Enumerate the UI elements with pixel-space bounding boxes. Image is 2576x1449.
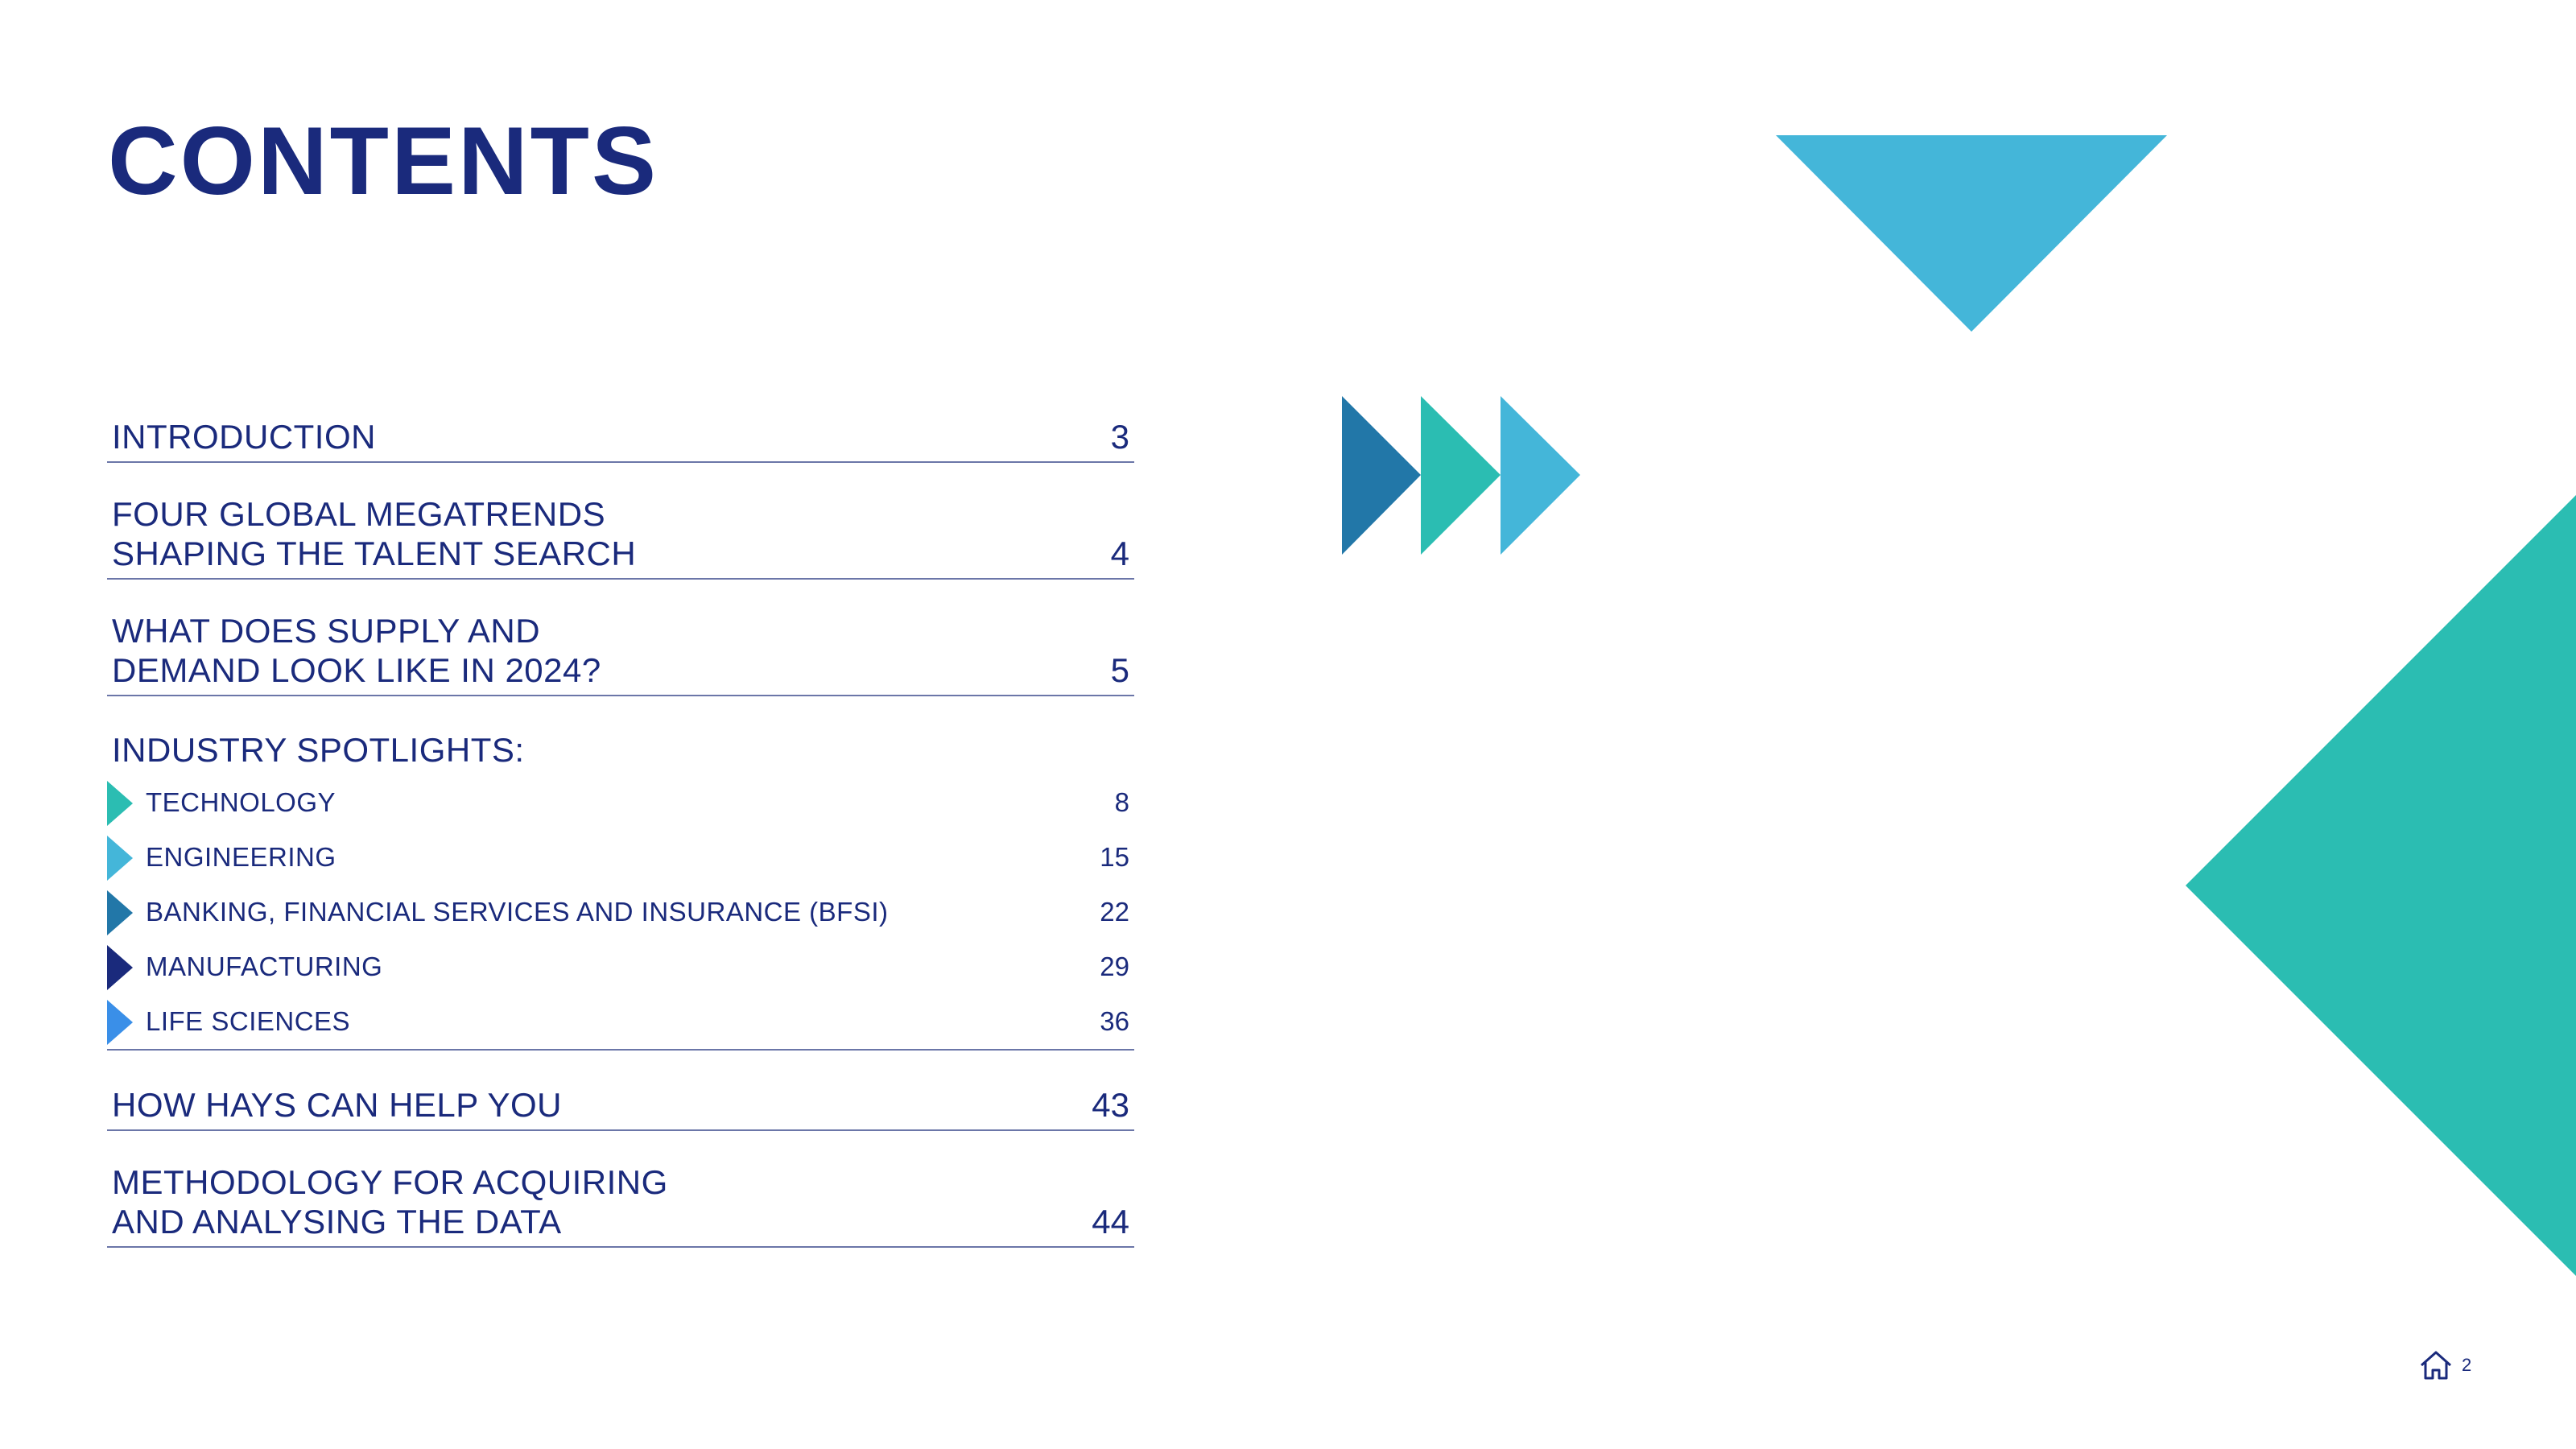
chevron-right-icon	[107, 890, 133, 935]
page-title: CONTENTS	[108, 107, 658, 215]
spotlight-page: 29	[1100, 952, 1129, 981]
down-triangle-shape	[1776, 135, 2167, 332]
spotlight-item-engineering[interactable]: ENGINEERING 15	[107, 836, 1134, 881]
page-number: 2	[2462, 1355, 2472, 1375]
spotlight-item-technology[interactable]: TECHNOLOGY 8	[107, 781, 1134, 826]
spotlight-item-manufacturing[interactable]: MANUFACTURING 29	[107, 945, 1134, 990]
spotlight-label: MANUFACTURING	[146, 952, 383, 981]
spotlight-label: TECHNOLOGY	[146, 787, 336, 817]
chevron-right-icon	[107, 945, 133, 990]
toc-entry-label: METHODOLOGY FOR ACQUIRING AND ANALYSING …	[112, 1163, 668, 1241]
arrow-chevron-1	[1342, 396, 1421, 555]
toc-entry-how-hays-can-help[interactable]: HOW HAYS CAN HELP YOU 43	[107, 1071, 1134, 1131]
spotlight-page: 22	[1100, 897, 1129, 927]
chevron-right-icon	[107, 836, 133, 881]
toc-entry-megatrends[interactable]: FOUR GLOBAL MEGATRENDS SHAPING THE TALEN…	[107, 483, 1134, 580]
arrow-chevron-3	[1501, 396, 1580, 555]
chevron-right-icon	[107, 1000, 133, 1045]
spotlight-page: 36	[1100, 1006, 1129, 1036]
spotlight-item-life-sciences[interactable]: LIFE SCIENCES 36	[107, 1000, 1134, 1045]
arrow-chevron-2	[1421, 396, 1501, 555]
toc-entry-page: 44	[1092, 1203, 1129, 1241]
toc-entry-introduction[interactable]: INTRODUCTION 3	[107, 402, 1134, 463]
chevron-right-icon	[107, 781, 133, 826]
toc-entry-label: HOW HAYS CAN HELP YOU	[112, 1086, 562, 1124]
spotlights-divider	[107, 1049, 1134, 1051]
spotlight-page: 8	[1114, 787, 1129, 817]
toc-entry-methodology[interactable]: METHODOLOGY FOR ACQUIRING AND ANALYSING …	[107, 1151, 1134, 1248]
toc-entry-page: 43	[1092, 1086, 1129, 1124]
spotlights-heading: INDUSTRY SPOTLIGHTS:	[112, 731, 525, 769]
toc-entry-label: INTRODUCTION	[112, 418, 376, 456]
home-icon[interactable]	[2418, 1349, 2454, 1381]
left-triangle-shape	[2186, 495, 2576, 1276]
toc-entry-supply-demand[interactable]: WHAT DOES SUPPLY AND DEMAND LOOK LIKE IN…	[107, 600, 1134, 696]
toc-entry-page: 4	[1110, 535, 1129, 572]
toc-entry-label: WHAT DOES SUPPLY AND DEMAND LOOK LIKE IN…	[112, 612, 601, 689]
spotlight-item-bfsi[interactable]: BANKING, FINANCIAL SERVICES AND INSURANC…	[107, 890, 1134, 935]
spotlight-page: 15	[1100, 842, 1129, 872]
toc-entry-page: 5	[1110, 651, 1129, 689]
toc-entry-label: FOUR GLOBAL MEGATRENDS SHAPING THE TALEN…	[112, 495, 637, 572]
spotlight-label: BANKING, FINANCIAL SERVICES AND INSURANC…	[146, 897, 889, 927]
spotlight-label: ENGINEERING	[146, 842, 336, 872]
toc-entry-page: 3	[1110, 418, 1129, 456]
spotlight-label: LIFE SCIENCES	[146, 1006, 351, 1036]
